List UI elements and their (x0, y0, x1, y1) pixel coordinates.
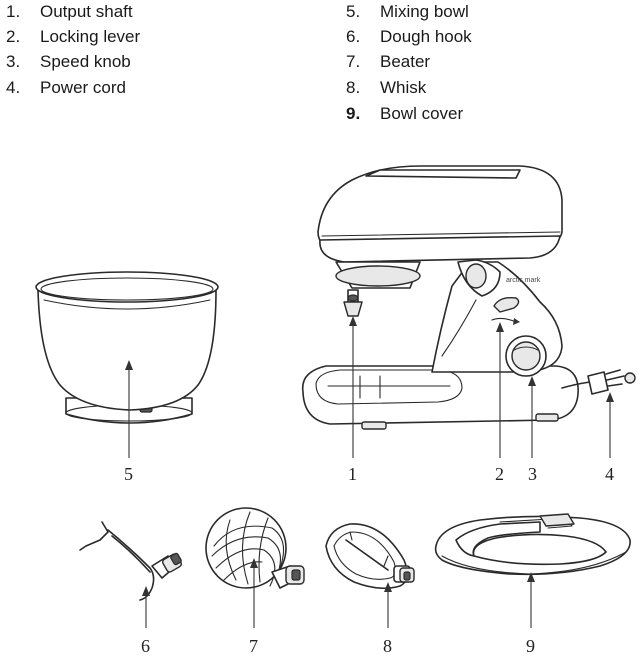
leader-lines (125, 316, 614, 628)
legend-number: 6. (346, 27, 361, 46)
mixing-bowl-illustration (35, 271, 219, 424)
legend-item-output-shaft: 1. Output shaft (6, 2, 133, 22)
locking-lever-part (493, 296, 520, 313)
legend-number: 4. (6, 78, 21, 97)
mixer-foot (361, 421, 387, 430)
callout-3: 3 (528, 464, 537, 484)
legend-item-beater: 7. Beater (346, 52, 430, 72)
hinge-window (465, 263, 487, 289)
head-top-panel (365, 169, 521, 179)
dough-hook-illustration (79, 521, 183, 601)
legend-label: Dough hook (380, 27, 472, 46)
power-cord-plug (587, 371, 609, 395)
legend-number: 7. (346, 52, 361, 71)
callout-numbers: 5 1 2 3 4 6 7 8 9 (124, 464, 614, 656)
legend-label: Mixing bowl (380, 2, 469, 21)
stand-mixer-illustration: arctic mark (301, 165, 636, 430)
callout-2: 2 (495, 464, 504, 484)
legend-label: Power cord (40, 78, 126, 97)
callout-9: 9 (526, 636, 535, 656)
bowl-cover-illustration (434, 513, 631, 576)
legend-item-power-cord: 4. Power cord (6, 78, 126, 98)
legend-label: Locking lever (40, 27, 141, 46)
legend-label: Whisk (380, 78, 427, 97)
callout-6: 6 (141, 636, 150, 656)
legend-item-bowl-cover: 9. Bowl cover (346, 104, 463, 124)
mixer-foot (535, 413, 559, 422)
legend-item-locking-lever: 2. Locking lever (6, 27, 140, 47)
legend-label: Beater (380, 52, 431, 71)
legend-number: 2. (6, 27, 21, 46)
callout-1: 1 (348, 464, 357, 484)
brand-mark: arctic mark (506, 277, 541, 284)
legend-label: Output shaft (40, 2, 133, 21)
beater-illustration (205, 507, 305, 589)
legend-item-dough-hook: 6. Dough hook (346, 27, 472, 47)
legend-number: 5. (346, 2, 361, 21)
legend-label: Speed knob (40, 52, 131, 71)
legend-item-mixing-bowl: 5. Mixing bowl (346, 2, 469, 22)
parts-legend: 1. Output shaft 2. Locking lever 3. Speed k… (0, 0, 640, 130)
callout-7: 7 (249, 636, 258, 656)
whisk-illustration (325, 523, 415, 590)
legend-number: 3. (6, 52, 21, 71)
callout-5: 5 (124, 464, 133, 484)
legend-item-whisk: 8. Whisk (346, 78, 426, 98)
legend-number: 8. (346, 78, 361, 97)
legend-number: 9. (346, 104, 361, 123)
legend-number: 1. (6, 2, 21, 21)
legend-label: Bowl cover (380, 104, 464, 123)
callout-4: 4 (605, 464, 614, 484)
legend-item-speed-knob: 3. Speed knob (6, 52, 131, 72)
callout-8: 8 (383, 636, 392, 656)
